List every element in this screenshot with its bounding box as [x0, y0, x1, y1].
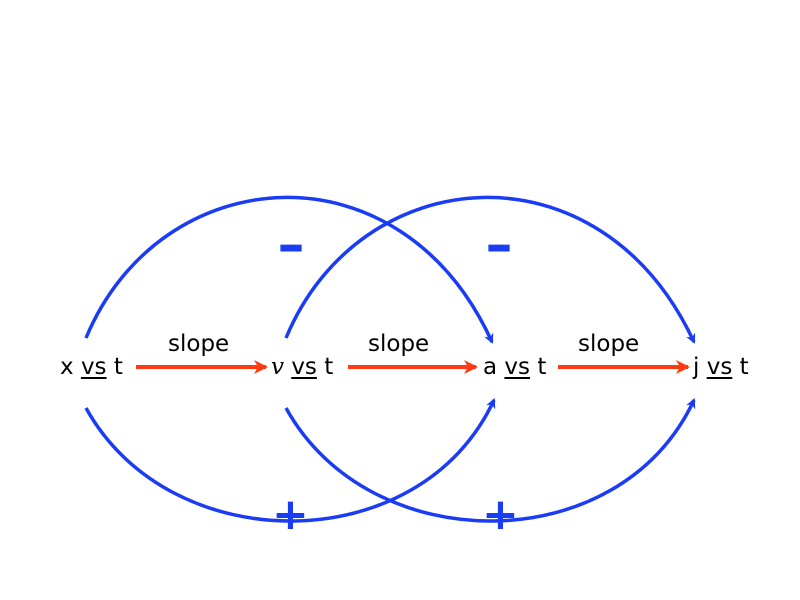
minus-sign: – — [485, 213, 513, 276]
upper-arc-v-to-j — [284, 195, 696, 344]
node-t: t — [324, 354, 334, 380]
node-t: t — [739, 354, 749, 380]
slope-label: slope — [168, 331, 230, 357]
node-v-vs-t: v vs t — [271, 356, 333, 379]
node-var: j — [693, 354, 700, 380]
slope-label: slope — [368, 331, 430, 357]
node-vs: vs — [706, 354, 733, 380]
node-vs: vs — [504, 354, 531, 380]
node-j-vs-t: j vs t — [693, 356, 749, 379]
minus-sign: – — [277, 213, 305, 276]
node-var: a — [483, 354, 498, 380]
slope-label: slope — [578, 331, 640, 357]
lower-arc-x-to-a — [84, 398, 496, 523]
node-t: t — [537, 354, 547, 380]
node-t: t — [113, 354, 123, 380]
plus-sign: + — [482, 489, 519, 540]
node-var: v — [271, 354, 284, 380]
node-a-vs-t: a vs t — [483, 356, 546, 379]
lower-arc-v-to-j — [284, 398, 696, 523]
node-x-vs-t: x vs t — [60, 356, 123, 379]
plus-sign: + — [272, 489, 309, 540]
node-vs: vs — [80, 354, 107, 380]
upper-arc-x-to-a — [84, 195, 494, 344]
node-var: x — [60, 354, 74, 380]
node-vs: vs — [291, 354, 317, 380]
